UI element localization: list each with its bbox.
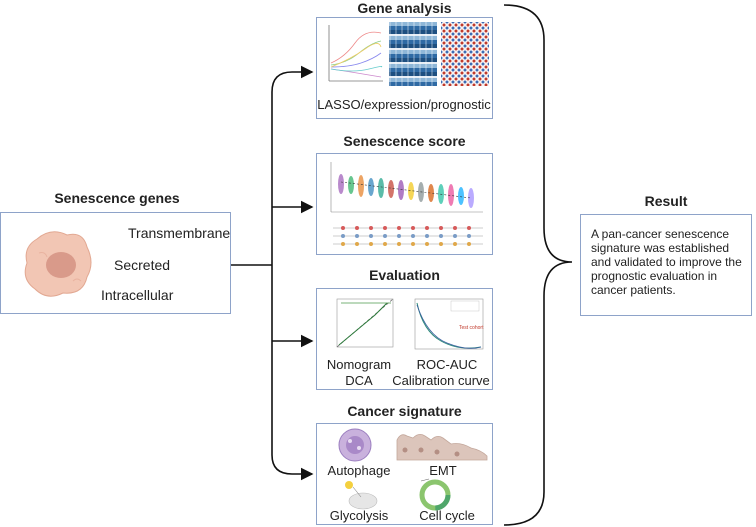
item-intracellular: Intracellular xyxy=(101,287,174,303)
evaluation-title: Evaluation xyxy=(369,267,440,283)
senescence-genes-title: Senescence genes xyxy=(54,190,180,206)
autophage-icon xyxy=(338,428,372,462)
svg-text:Test cohort: Test cohort xyxy=(459,325,484,331)
cell-cycle-icon xyxy=(419,478,451,511)
gene-analysis-title: Gene analysis xyxy=(357,0,452,16)
glycolysis-icon xyxy=(345,481,378,510)
roc-curve-thumbnail: Test cohort xyxy=(414,298,484,350)
expression-heatmap-thumbnail xyxy=(389,22,437,86)
emt-label: EMT xyxy=(429,463,457,478)
gene-analysis-box: LASSO/expression/prognostic xyxy=(316,17,493,119)
cell-cycle-label: Cell cycle xyxy=(419,508,475,523)
result-box: A pan-cancer senescence signature was es… xyxy=(580,214,752,316)
item-secreted: Secreted xyxy=(114,257,171,273)
right-brace xyxy=(503,4,573,526)
result-title: Result xyxy=(644,193,688,209)
senescence-score-title: Senescence score xyxy=(343,133,466,149)
cancer-signature-box: Autophage EMT Glycolysis Cell cycle xyxy=(316,423,493,525)
emt-cells-icon xyxy=(396,434,488,461)
senescence-genes-box: Transmembrane Secreted Intracellular xyxy=(0,212,231,314)
dca-label: DCA xyxy=(345,373,373,388)
autophage-label: Autophage xyxy=(327,463,391,478)
nucleus-icon xyxy=(46,252,76,278)
roc-auc-label: ROC-AUC xyxy=(416,357,478,372)
item-transmembrane: Transmembrane xyxy=(128,225,231,241)
cancer-signature-title: Cancer signature xyxy=(347,403,462,419)
cell-icon xyxy=(24,231,92,297)
nomogram-label: Nomogram xyxy=(326,357,392,372)
gene-analysis-caption: LASSO/expression/prognostic xyxy=(317,97,491,112)
senescence-score-violin-thumbnail xyxy=(330,162,483,246)
lasso-plot-thumbnail xyxy=(328,25,383,82)
evaluation-box: Test cohort Nomogram DCA ROC-AUC Calibra… xyxy=(316,288,493,390)
senescence-score-box xyxy=(316,153,493,255)
calibration-plot-thumbnail xyxy=(336,298,394,348)
result-text: A pan-cancer senescence signature was es… xyxy=(591,227,742,297)
glycolysis-label: Glycolysis xyxy=(329,508,389,523)
prognostic-dot-thumbnail xyxy=(441,22,489,86)
calibration-curve-label: Calibration curve xyxy=(392,373,490,388)
